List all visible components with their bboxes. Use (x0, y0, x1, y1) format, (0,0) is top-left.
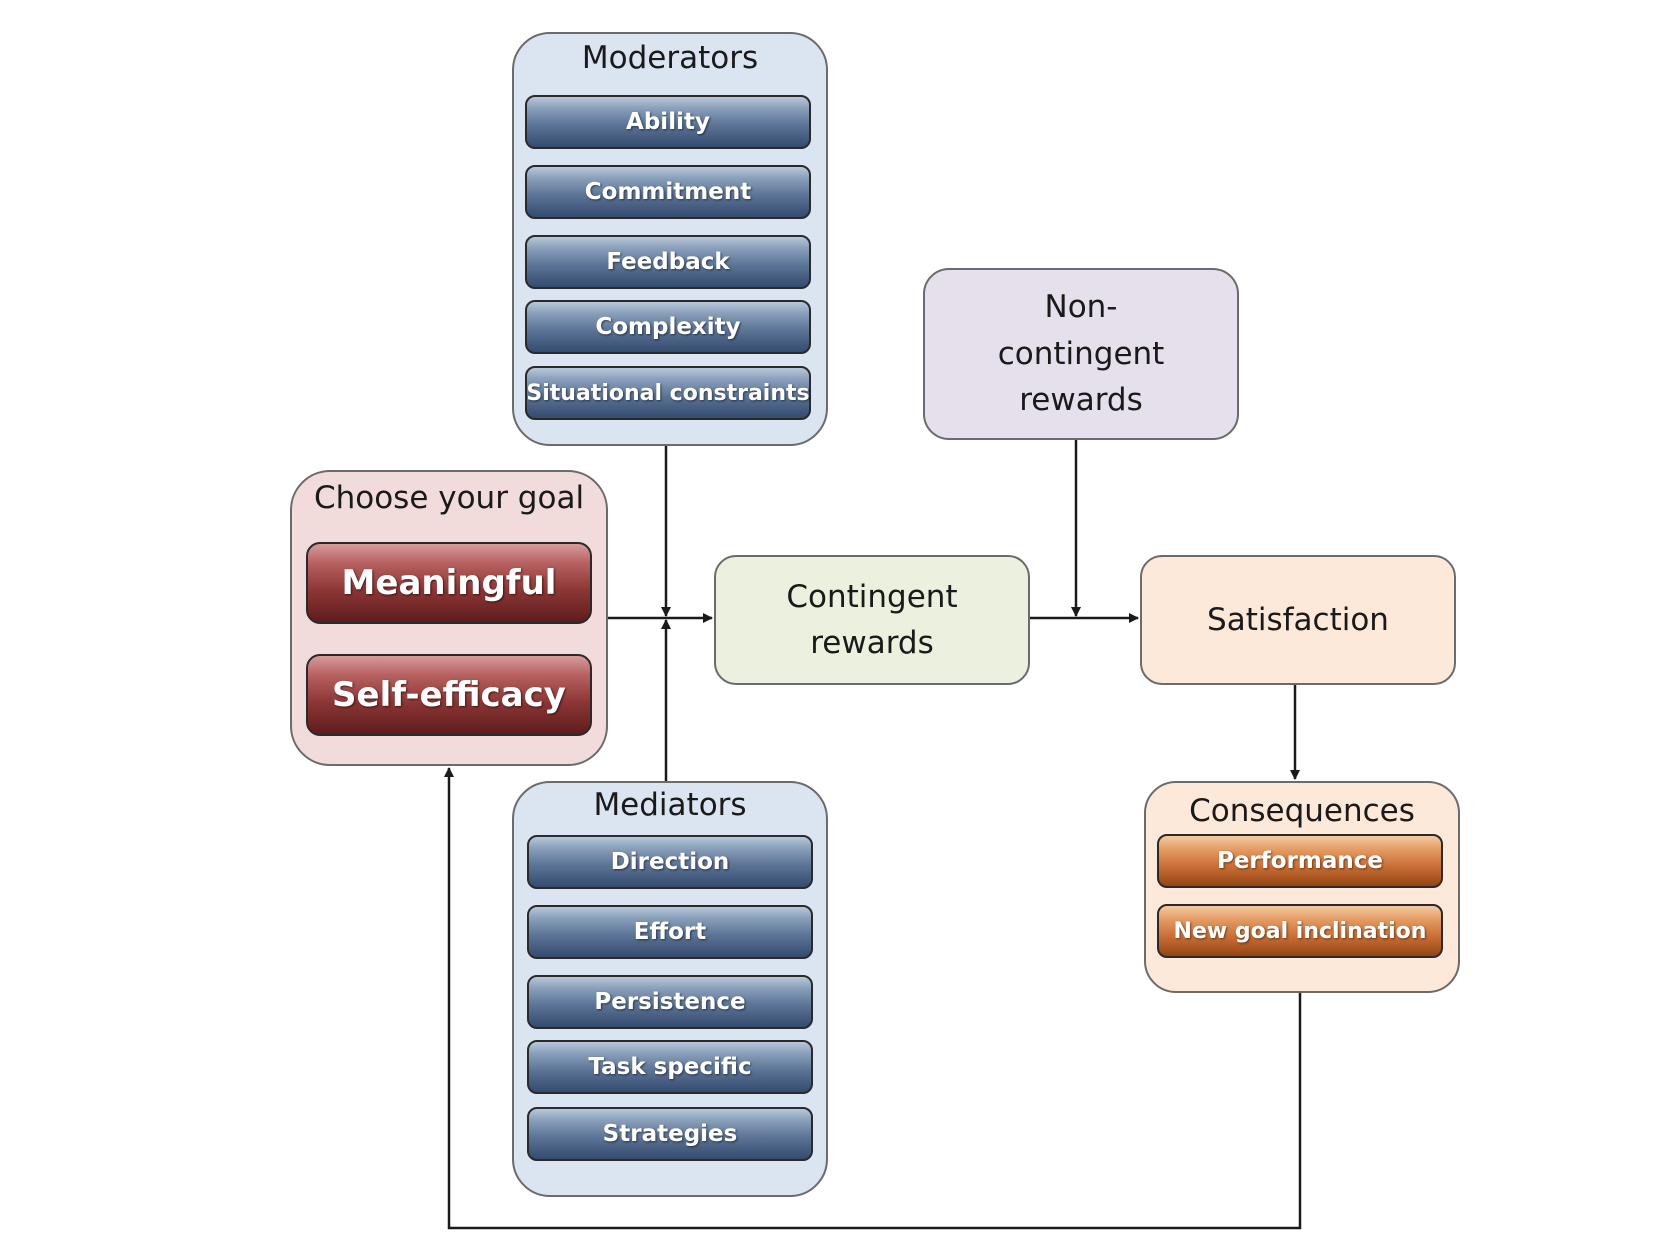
contingent-rewards-line-2: rewards (810, 625, 934, 661)
mediator-item-direction: Direction (527, 835, 813, 889)
moderator-item-situational-constraints: Situational constraints (525, 366, 811, 420)
moderator-item-feedback: Feedback (525, 235, 811, 289)
goal-item-self-efficacy: Self-efficacy (306, 654, 592, 736)
mediator-item-strategies: Strategies (527, 1107, 813, 1161)
non-contingent-rewards-box: Non- contingent rewards (923, 268, 1239, 440)
moderator-item-commitment: Commitment (525, 165, 811, 219)
mediators-title: Mediators (593, 787, 747, 823)
satisfaction-label: Satisfaction (1207, 601, 1389, 638)
mediator-item-effort: Effort (527, 905, 813, 959)
moderators-title: Moderators (581, 40, 759, 76)
choose-goal-title: Choose your goal (313, 480, 585, 516)
satisfaction-box: Satisfaction (1140, 555, 1456, 685)
non-contingent-line-2: contingent (997, 335, 1165, 372)
non-contingent-line-3: rewards (1019, 382, 1143, 419)
non-contingent-line-1: Non- (1044, 289, 1118, 326)
mediator-item-persistence: Persistence (527, 975, 813, 1029)
non-contingent-rewards-label: Non- contingent rewards (998, 284, 1165, 424)
moderator-item-complexity: Complexity (525, 300, 811, 354)
contingent-rewards-line-1: Contingent (786, 578, 958, 615)
contingent-rewards-box: Contingent rewards (714, 555, 1030, 685)
consequences-title: Consequences (1189, 793, 1415, 829)
moderator-item-ability: Ability (525, 95, 811, 149)
consequence-item-new-goal-inclination: New goal inclination (1157, 904, 1443, 958)
consequence-item-performance: Performance (1157, 834, 1443, 888)
mediator-item-task-specific: Task specific (527, 1040, 813, 1094)
contingent-rewards-label: Contingent rewards (786, 574, 957, 667)
goal-item-meaningful: Meaningful (306, 542, 592, 624)
